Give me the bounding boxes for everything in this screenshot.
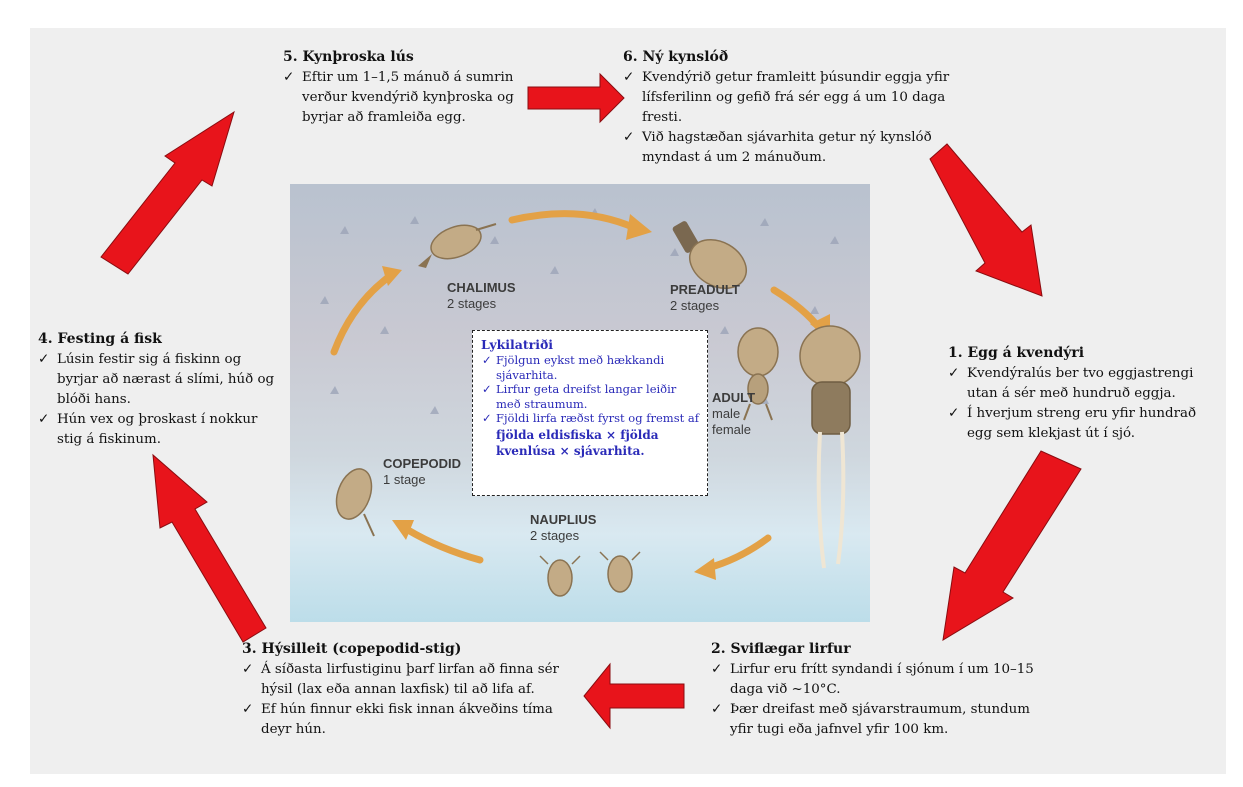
step-item-text: Á síðasta lirfustiginu þarf lirfan að fi… — [261, 662, 559, 697]
check-icon: ✓ — [623, 128, 634, 148]
step-item-text: Lúsin festir sig á fiskinn og byrjar að … — [57, 352, 274, 407]
stage-label-chalimus: CHALIMUS 2 stages — [447, 280, 516, 312]
stage-name: ADULT — [712, 390, 755, 406]
step-title: 3. Hýsilleit (copepodid-stig) — [242, 640, 562, 658]
step-title: 4. Festing á fisk — [38, 330, 278, 348]
step-item-text: Þær dreifast með sjávarstraumum, stundum… — [730, 702, 1030, 737]
key-point-text: Fjölgun eykst með hækkandi sjávarhita. — [496, 353, 664, 382]
step-item-text: Ef hún finnur ekki fisk innan ákveðins t… — [261, 702, 553, 737]
step-title: 2. Sviflægar lirfur — [711, 640, 1041, 658]
check-icon: ✓ — [38, 350, 49, 370]
check-icon: ✓ — [38, 410, 49, 430]
stage-label-copepodid: COPEPODID 1 stage — [383, 456, 461, 488]
stage-name: CHALIMUS — [447, 280, 516, 296]
stage-name: NAUPLIUS — [530, 512, 596, 528]
stage-count: 1 stage — [383, 472, 426, 487]
step-item: ✓ Kvendýralús ber tvo eggjastrengi utan á… — [948, 364, 1218, 404]
check-icon: ✓ — [948, 404, 959, 424]
step-item-text: Í hverjum streng eru yfir hundrað egg se… — [967, 406, 1196, 441]
step-1-eggs-on-female: 1. Egg á kvendýri ✓ Kvendýralús ber tvo e… — [948, 344, 1218, 444]
key-points-box: Lykilatriði ✓ Fjölgun eykst með hækkandi … — [472, 330, 708, 496]
step-item: ✓ Eftir um 1–1,5 mánuð á sumrin verður kv… — [283, 68, 523, 128]
stage-count: 2 stages — [670, 298, 719, 313]
stage-male: male — [712, 406, 755, 422]
check-icon: ✓ — [242, 660, 253, 680]
step-item: ✓ Á síðasta lirfustiginu þarf lirfan að f… — [242, 660, 562, 700]
step-2-planktonic-larvae: 2. Sviflægar lirfur ✓ Lirfur eru frítt sy… — [711, 640, 1041, 740]
key-point-text: Lirfur geta dreifst langar leiðir með st… — [496, 382, 676, 411]
step-item-text: Lirfur eru frítt syndandi í sjónum í um … — [730, 662, 1034, 697]
check-icon: ✓ — [711, 660, 722, 680]
stage-name: PREADULT — [670, 282, 740, 298]
step-title: 5. Kynþroska lús — [283, 48, 523, 66]
step-3-host-search: 3. Hýsilleit (copepodid-stig) ✓ Á síðasta… — [242, 640, 562, 740]
stage-female: female — [712, 422, 755, 438]
step-item-text: Við hagstæðan sjávarhita getur ný kynsló… — [642, 130, 932, 165]
step-item: ✓ Ef hún finnur ekki fisk innan ákveðins … — [242, 700, 562, 740]
step-item-text: Eftir um 1–1,5 mánuð á sumrin verður kve… — [302, 70, 514, 125]
stage-count: 2 stages — [530, 528, 579, 543]
step-item: ✓ Þær dreifast með sjávarstraumum, stundu… — [711, 700, 1041, 740]
step-title: 6. Ný kynslóð — [623, 48, 953, 66]
step-item: ✓ Lúsin festir sig á fiskinn og byrjar að… — [38, 350, 278, 410]
stage-label-preadult: PREADULT 2 stages — [670, 282, 740, 314]
step-title: 1. Egg á kvendýri — [948, 344, 1218, 362]
step-4-attachment: 4. Festing á fisk ✓ Lúsin festir sig á fi… — [38, 330, 278, 450]
step-item: ✓ Lirfur eru frítt syndandi í sjónum í um… — [711, 660, 1041, 700]
key-points-title: Lykilatriði — [481, 337, 699, 352]
key-point: ✓ Fjölgun eykst með hækkandi sjávarhita. — [481, 353, 699, 382]
step-item: ✓ Í hverjum streng eru yfir hundrað egg s… — [948, 404, 1218, 444]
key-point-text: Fjöldi lirfa ræðst fyrst og fremst af — [496, 411, 699, 425]
stage-count: 2 stages — [447, 296, 496, 311]
check-icon: ✓ — [482, 353, 492, 368]
check-icon: ✓ — [482, 382, 492, 397]
check-icon: ✓ — [482, 411, 492, 426]
step-6-new-generation: 6. Ný kynslóð ✓ Kvendýrið getur framleitt… — [623, 48, 953, 168]
key-formula: fjölda eldisfiska × fjölda kvenlúsa × sj… — [496, 427, 699, 459]
key-point: ✓ Fjöldi lirfa ræðst fyrst og fremst af f… — [481, 411, 699, 459]
check-icon: ✓ — [283, 68, 294, 88]
step-item: ✓ Hún vex og þroskast í nokkur stig á fis… — [38, 410, 278, 450]
stage-label-adult: ADULT male female — [712, 390, 755, 438]
stage-label-nauplius: NAUPLIUS 2 stages — [530, 512, 596, 544]
step-item: ✓ Kvendýrið getur framleitt þúsundir eggj… — [623, 68, 953, 128]
key-point: ✓ Lirfur geta dreifst langar leiðir með s… — [481, 382, 699, 411]
check-icon: ✓ — [623, 68, 634, 88]
check-icon: ✓ — [711, 700, 722, 720]
step-item-text: Kvendýrið getur framleitt þúsundir eggja… — [642, 70, 949, 125]
step-item-text: Kvendýralús ber tvo eggjastrengi utan á … — [967, 366, 1193, 401]
check-icon: ✓ — [242, 700, 253, 720]
step-5-mature-louse: 5. Kynþroska lús ✓ Eftir um 1–1,5 mánuð á… — [283, 48, 523, 128]
step-item-text: Hún vex og þroskast í nokkur stig á fisk… — [57, 412, 257, 447]
check-icon: ✓ — [948, 364, 959, 384]
step-item: ✓ Við hagstæðan sjávarhita getur ný kynsl… — [623, 128, 953, 168]
stage-name: COPEPODID — [383, 456, 461, 472]
